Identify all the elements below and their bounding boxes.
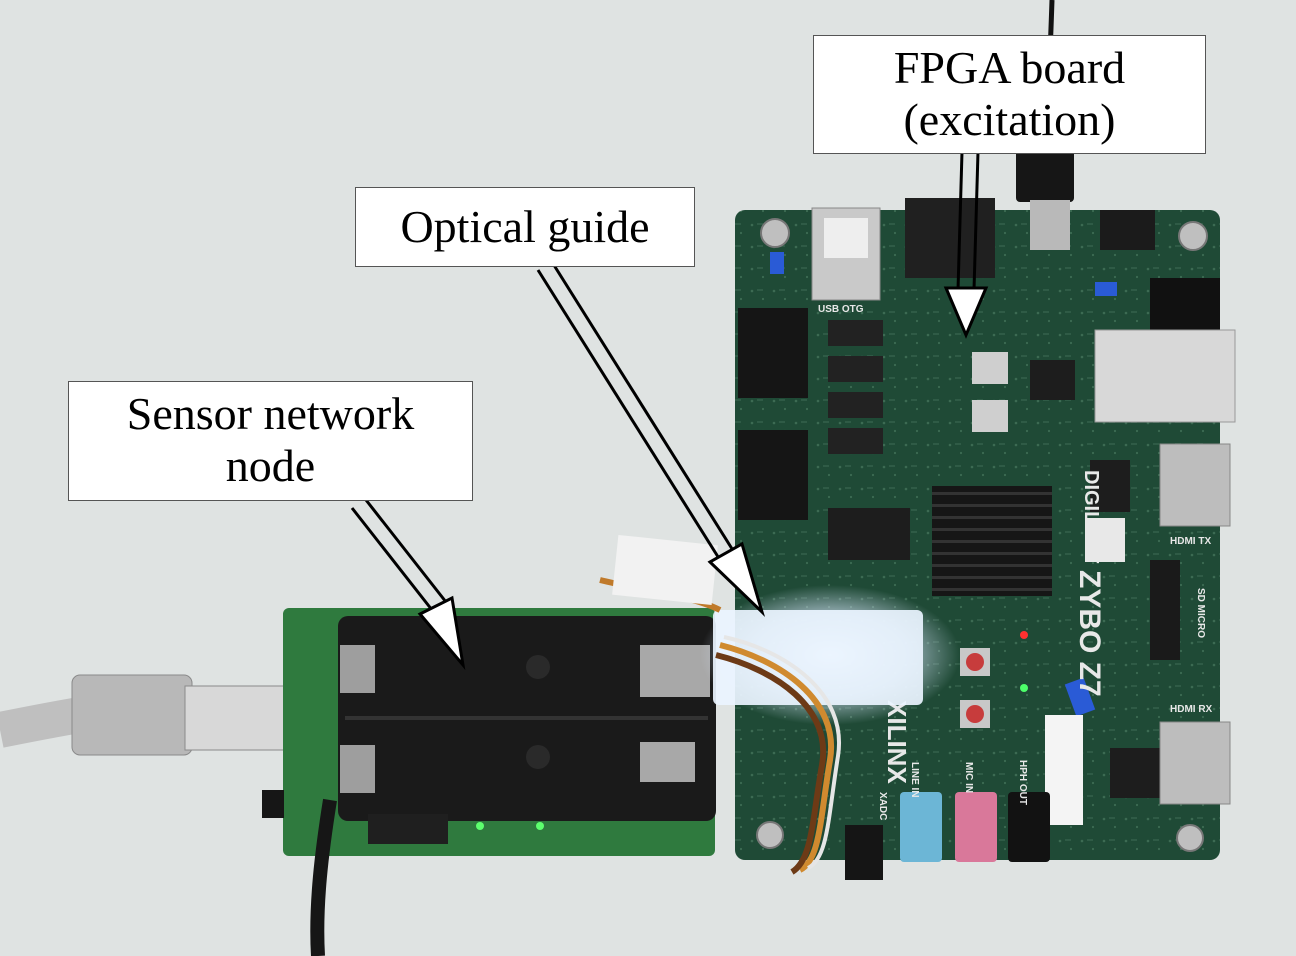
- hdmi-rx-text: HDMI RX: [1170, 704, 1213, 715]
- jumper: [1095, 282, 1117, 296]
- mount-screw: [760, 218, 790, 248]
- jumper: [770, 252, 784, 274]
- pmod-connector: [738, 430, 808, 520]
- micro-usb-port: [1030, 200, 1070, 250]
- callout-optical-guide: Optical guide: [355, 187, 695, 267]
- led: [536, 822, 544, 830]
- paper-tag: [612, 534, 718, 606]
- callout-fpga-board: FPGA board (excitation): [813, 35, 1206, 154]
- sd-micro-text: SD MICRO: [1195, 588, 1206, 638]
- hdmi-tx-text: HDMI TX: [1170, 536, 1211, 547]
- usb-plug-metal: [184, 685, 301, 751]
- serial-sticker: [1045, 715, 1083, 825]
- switch: [262, 790, 284, 818]
- push-button: [972, 352, 1008, 384]
- arrow-optical-guide: [536, 261, 766, 617]
- pmod-connector: [738, 308, 808, 398]
- jumper: [1064, 677, 1096, 717]
- hph-out-text: HPH OUT: [1017, 760, 1028, 805]
- arrow-sensor: [350, 499, 466, 671]
- sensor-pin-header: [368, 814, 448, 844]
- led: [1020, 631, 1028, 639]
- sd-slot: [1150, 560, 1180, 660]
- chip: [1090, 460, 1130, 512]
- mic-in-text: MIC IN: [963, 762, 974, 793]
- chip: [1030, 360, 1075, 400]
- callout-fpga-line1: FPGA board: [893, 42, 1126, 93]
- board-model-text: ZYBO Z7: [1073, 570, 1106, 697]
- callout-fpga-line2: (excitation): [903, 94, 1116, 145]
- led: [476, 822, 484, 830]
- antenna-wire: [310, 798, 337, 956]
- xadc-text: XADC: [877, 792, 888, 820]
- slide-switch: [828, 428, 883, 454]
- pin-header: [905, 198, 995, 278]
- battery-spring: [640, 645, 710, 697]
- slide-switch: [828, 356, 883, 382]
- dc-jack: [1150, 278, 1220, 338]
- battery-spring: [340, 745, 375, 793]
- mic-in-jack: [955, 792, 997, 862]
- power-switch: [1100, 210, 1155, 250]
- hph-out-jack: [1008, 792, 1050, 862]
- fan-connector: [1085, 518, 1125, 562]
- callout-optical-guide-line1: Optical guide: [400, 201, 650, 252]
- push-button: [972, 400, 1008, 432]
- chip: [828, 508, 910, 560]
- slide-switch: [828, 320, 883, 346]
- hdmi-rx-port: [1159, 721, 1231, 805]
- line-in-text: LINE IN: [909, 762, 920, 798]
- light-guide: [713, 610, 923, 705]
- callout-sensor-line1: Sensor network: [126, 388, 415, 439]
- usb-plug: [71, 674, 193, 756]
- line-in-jack: [900, 792, 942, 862]
- wire-bundle: [719, 642, 835, 873]
- hdmi-tx-port: [1159, 443, 1231, 527]
- slide-switch: [828, 392, 883, 418]
- usb-otg-text: USB OTG: [818, 304, 864, 315]
- heatsink: [932, 486, 1052, 596]
- xadc-header: [845, 825, 883, 880]
- battery-spring: [340, 645, 375, 693]
- ethernet-port: [1094, 329, 1236, 423]
- battery-spring: [640, 742, 695, 782]
- arrow-fpga: [943, 151, 989, 339]
- callout-sensor-line2: node: [225, 440, 316, 491]
- mount-screw: [1178, 221, 1208, 251]
- board-brand-text: DIGILENT: [1080, 470, 1102, 563]
- mount-screw: [756, 821, 784, 849]
- mount-screw: [1176, 824, 1204, 852]
- led: [1020, 684, 1028, 692]
- chip: [1110, 748, 1160, 798]
- usb-power-plug: [1016, 150, 1074, 202]
- callout-sensor-node: Sensor network node: [68, 381, 473, 501]
